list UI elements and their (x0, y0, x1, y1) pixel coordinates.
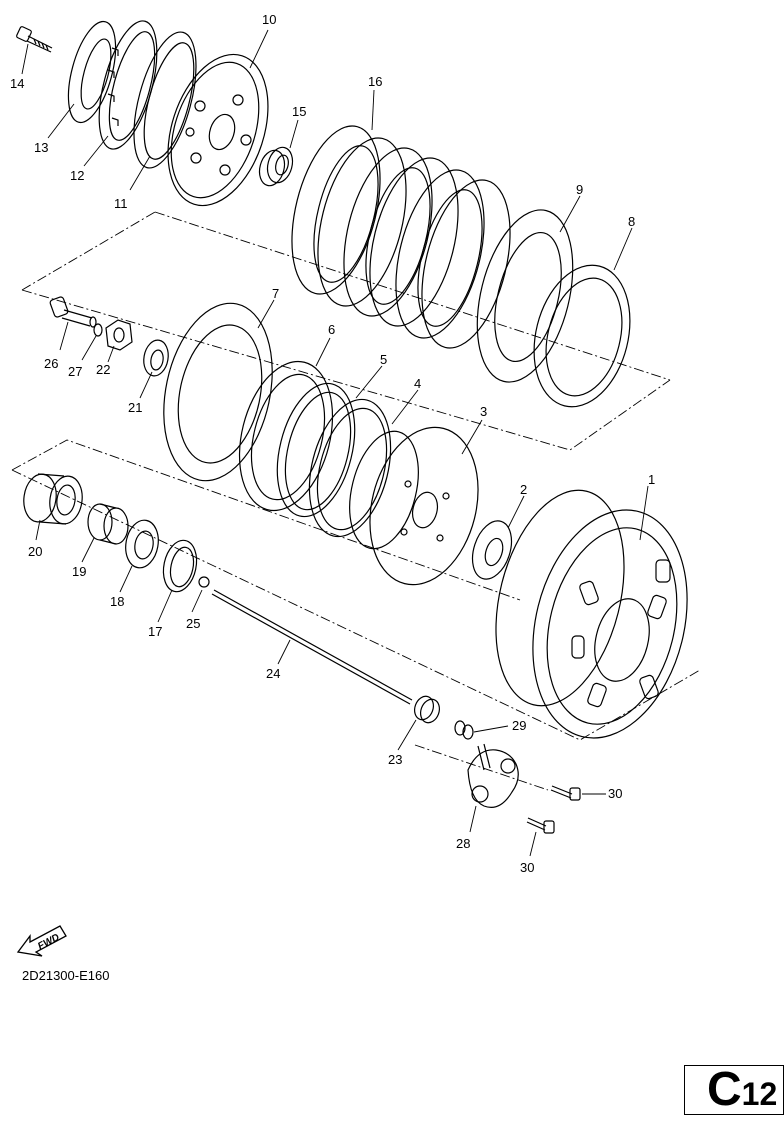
part-21-lock-washer (143, 339, 169, 377)
page-label: C12 (707, 1062, 777, 1117)
part-3-clutch-boss (349, 426, 479, 586)
fwd-arrow-icon: FWD (16, 925, 67, 957)
callout-25: 25 (186, 616, 200, 631)
part-5-ring (276, 382, 356, 518)
part-30-bolt-upper (550, 785, 581, 801)
callout-30-lower: 30 (520, 860, 534, 875)
callout-4: 4 (414, 376, 421, 391)
part-24-push-rod (211, 589, 413, 705)
callout-21: 21 (128, 400, 142, 415)
callout-1: 1 (648, 472, 655, 487)
part-18-seal (125, 519, 159, 569)
callout-30: 30 (608, 786, 622, 801)
callout-29: 29 (512, 718, 526, 733)
part-28-lever (467, 743, 519, 808)
part-29-pin (454, 720, 474, 740)
callout-9: 9 (576, 182, 583, 197)
part-6-friction-plate (238, 360, 334, 512)
part-10-pressure-plate (167, 53, 269, 207)
callout-24: 24 (266, 666, 280, 681)
part-11-ring (133, 31, 197, 169)
callout-19: 19 (72, 564, 86, 579)
part-4-ring (308, 398, 392, 538)
callout-10: 10 (262, 12, 276, 27)
part-7-clutch-plate (163, 302, 273, 482)
part-2-thrust-washer (471, 520, 513, 580)
part-30-bolt-lower (526, 817, 555, 834)
callout-7: 7 (272, 286, 279, 301)
part-22-nut (105, 319, 133, 351)
page-label-letter: C (707, 1063, 742, 1116)
part-16-friction-plates (291, 125, 511, 349)
callout-3: 3 (480, 404, 487, 419)
callout-8: 8 (628, 214, 635, 229)
part-15-bearing (258, 146, 294, 187)
part-9-clutch-plate (476, 209, 574, 383)
part-20-collar (23, 473, 83, 525)
callout-20: 20 (28, 544, 42, 559)
fwd-label: FWD (36, 932, 61, 952)
part-8-friction-plate (533, 264, 631, 408)
callout-28: 28 (456, 836, 470, 851)
callout-16: 16 (368, 74, 382, 89)
callout-15: 15 (292, 104, 306, 119)
page-label-box: C12 (684, 1062, 784, 1117)
callout-27: 27 (68, 364, 82, 379)
callout-23: 23 (388, 752, 402, 767)
part-27-washer (93, 323, 103, 337)
part-17-washer (162, 539, 198, 593)
callout-5: 5 (380, 352, 387, 367)
callout-14: 14 (10, 76, 24, 91)
diagram-code: 2D21300-E160 (22, 968, 110, 983)
part-12-ring (98, 20, 158, 150)
part-1-clutch-housing (495, 489, 688, 739)
callout-11: 11 (114, 196, 128, 211)
callout-22: 22 (96, 362, 110, 377)
part-25-ball (198, 576, 210, 588)
page-label-number: 12 (741, 1076, 778, 1112)
callout-26: 26 (44, 356, 58, 371)
callout-17: 17 (148, 624, 162, 639)
part-26-bolt (49, 296, 97, 328)
leader-lines (21, 29, 649, 857)
callout-18: 18 (110, 594, 124, 609)
callout-13: 13 (34, 140, 48, 155)
part-14-bolt (16, 26, 53, 53)
callout-6: 6 (328, 322, 335, 337)
assembly-frame-upper (21, 211, 671, 451)
part-19-bush (87, 503, 129, 545)
part-13-plate (67, 20, 117, 124)
callout-labels: 1 2 3 4 5 6 7 8 9 10 11 12 13 14 15 16 1… (10, 12, 655, 875)
callout-12: 12 (70, 168, 84, 183)
callout-2: 2 (520, 482, 527, 497)
part-23-collar (413, 695, 441, 724)
